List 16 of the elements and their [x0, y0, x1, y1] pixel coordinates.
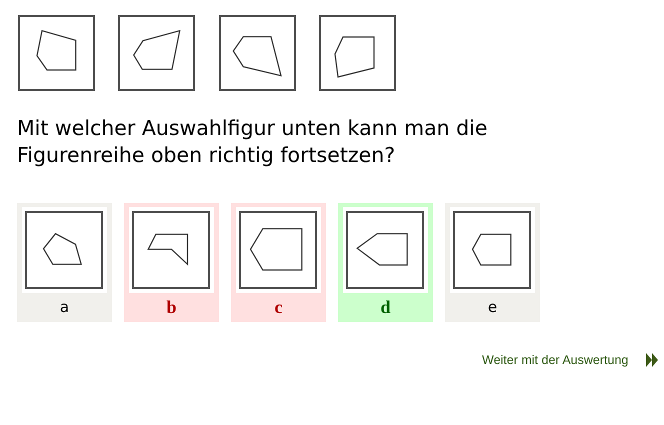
polygon-figure: [18, 15, 95, 91]
answer-option: [338, 203, 433, 322]
option-letter: c: [274, 297, 284, 317]
next-link: Weiter mit der Auswertung: [482, 352, 628, 368]
polygon-figure: [319, 15, 396, 91]
polygon-figure: [118, 15, 195, 91]
answer-option: [231, 203, 326, 322]
question-text: Mit welcher Auswahlfigur unten kann man die Figurenreihe oben richtig fortsetzen?: [17, 115, 488, 169]
option-letter: e: [486, 297, 498, 317]
option-letter: d: [379, 297, 392, 317]
answer-option: [17, 203, 112, 322]
polygon-figure: [219, 15, 296, 91]
answer-option: [124, 203, 219, 322]
option-letter: a: [58, 297, 70, 317]
option-letter: b: [165, 297, 178, 317]
answer-option: [445, 203, 540, 322]
